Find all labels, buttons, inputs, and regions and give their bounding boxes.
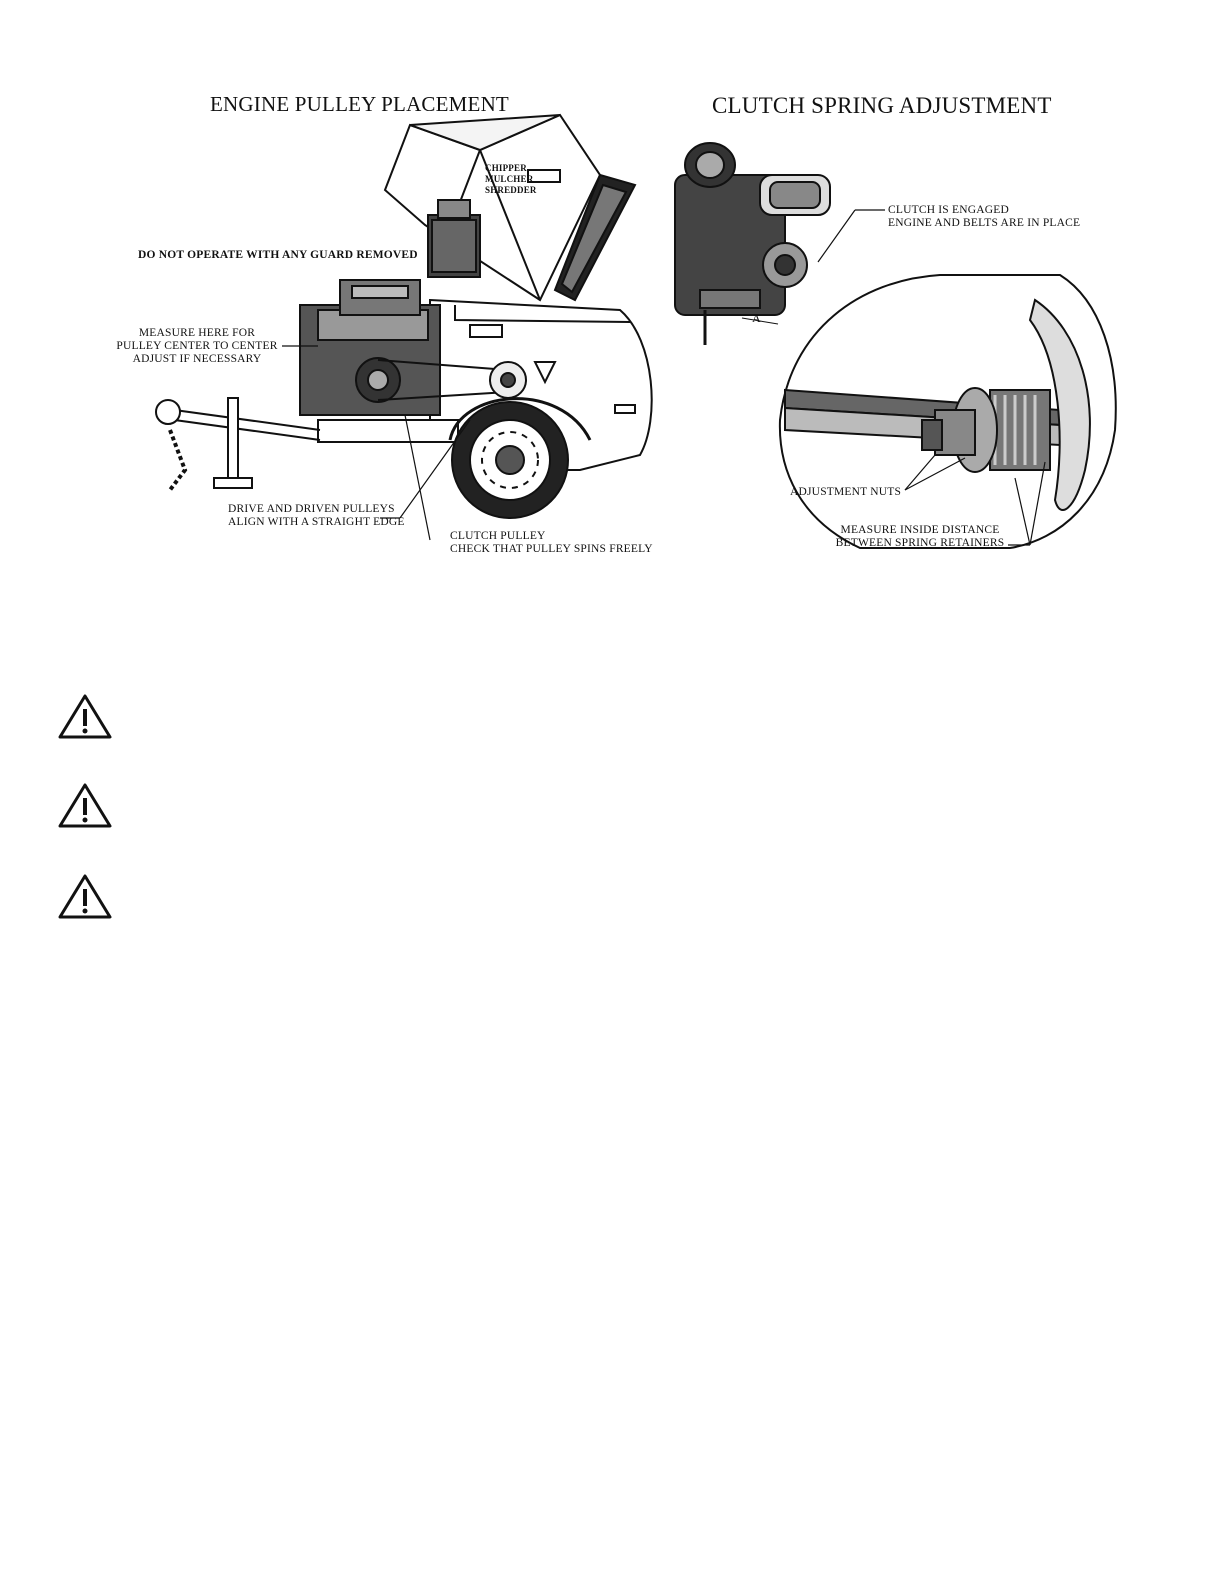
decal-line-1: CHIPPER	[485, 163, 527, 173]
measure-callout-line-2: PULLEY CENTER TO CENTER	[116, 340, 278, 352]
measure-callout: MEASURE HERE FOR PULLEY CENTER TO CENTER…	[112, 327, 282, 366]
engine-pulley-title: ENGINE PULLEY PLACEMENT	[210, 92, 509, 116]
clutch-callout-line-1: CLUTCH PULLEY	[450, 530, 546, 542]
warning-triangle-icon	[58, 694, 112, 739]
decal-line-2: MULCHER	[485, 174, 534, 184]
drive-pulleys-callout: DRIVE AND DRIVEN PULLEYS ALIGN WITH A ST…	[228, 503, 405, 529]
measure-inside-line-1: MEASURE INSIDE DISTANCE	[840, 524, 1000, 536]
engaged-callout-line-1: CLUTCH IS ENGAGED	[888, 204, 1009, 216]
engaged-callout-line-2: ENGINE AND BELTS ARE IN PLACE	[888, 217, 1081, 229]
clutch-assembly-drawing	[674, 142, 1117, 549]
warning-triangle-icon	[58, 783, 112, 828]
clutch-engaged-callout: CLUTCH IS ENGAGED ENGINE AND BELTS ARE I…	[888, 204, 1080, 230]
clutch-pulley-callout: CLUTCH PULLEY CHECK THAT PULLEY SPINS FR…	[450, 530, 653, 556]
measure-inside-line-2: BETWEEN SPRING RETAINERS	[835, 537, 1005, 549]
drive-callout-line-1: DRIVE AND DRIVEN PULLEYS	[228, 503, 395, 515]
guard-warning-label: DO NOT OPERATE WITH ANY GUARD REMOVED	[138, 249, 418, 261]
measure-inside-callout: MEASURE INSIDE DISTANCE BETWEEN SPRING R…	[830, 524, 1010, 550]
drive-callout-line-2: ALIGN WITH A STRAIGHT EDGE	[228, 516, 405, 528]
measure-callout-line-3: ADJUST IF NECESSARY	[132, 353, 262, 365]
decal-line-3: SHREDDER	[485, 185, 537, 195]
dimension-a-label: A	[752, 311, 761, 325]
clutch-spring-title: CLUTCH SPRING ADJUSTMENT	[712, 93, 1052, 118]
adjustment-nuts-callout: ADJUSTMENT NUTS	[790, 486, 902, 498]
chipper-machine-drawing	[155, 113, 653, 541]
clutch-callout-line-2: CHECK THAT PULLEY SPINS FREELY	[450, 543, 653, 555]
measure-callout-line-1: MEASURE HERE FOR	[138, 327, 256, 339]
warning-triangle-icon	[58, 874, 112, 919]
